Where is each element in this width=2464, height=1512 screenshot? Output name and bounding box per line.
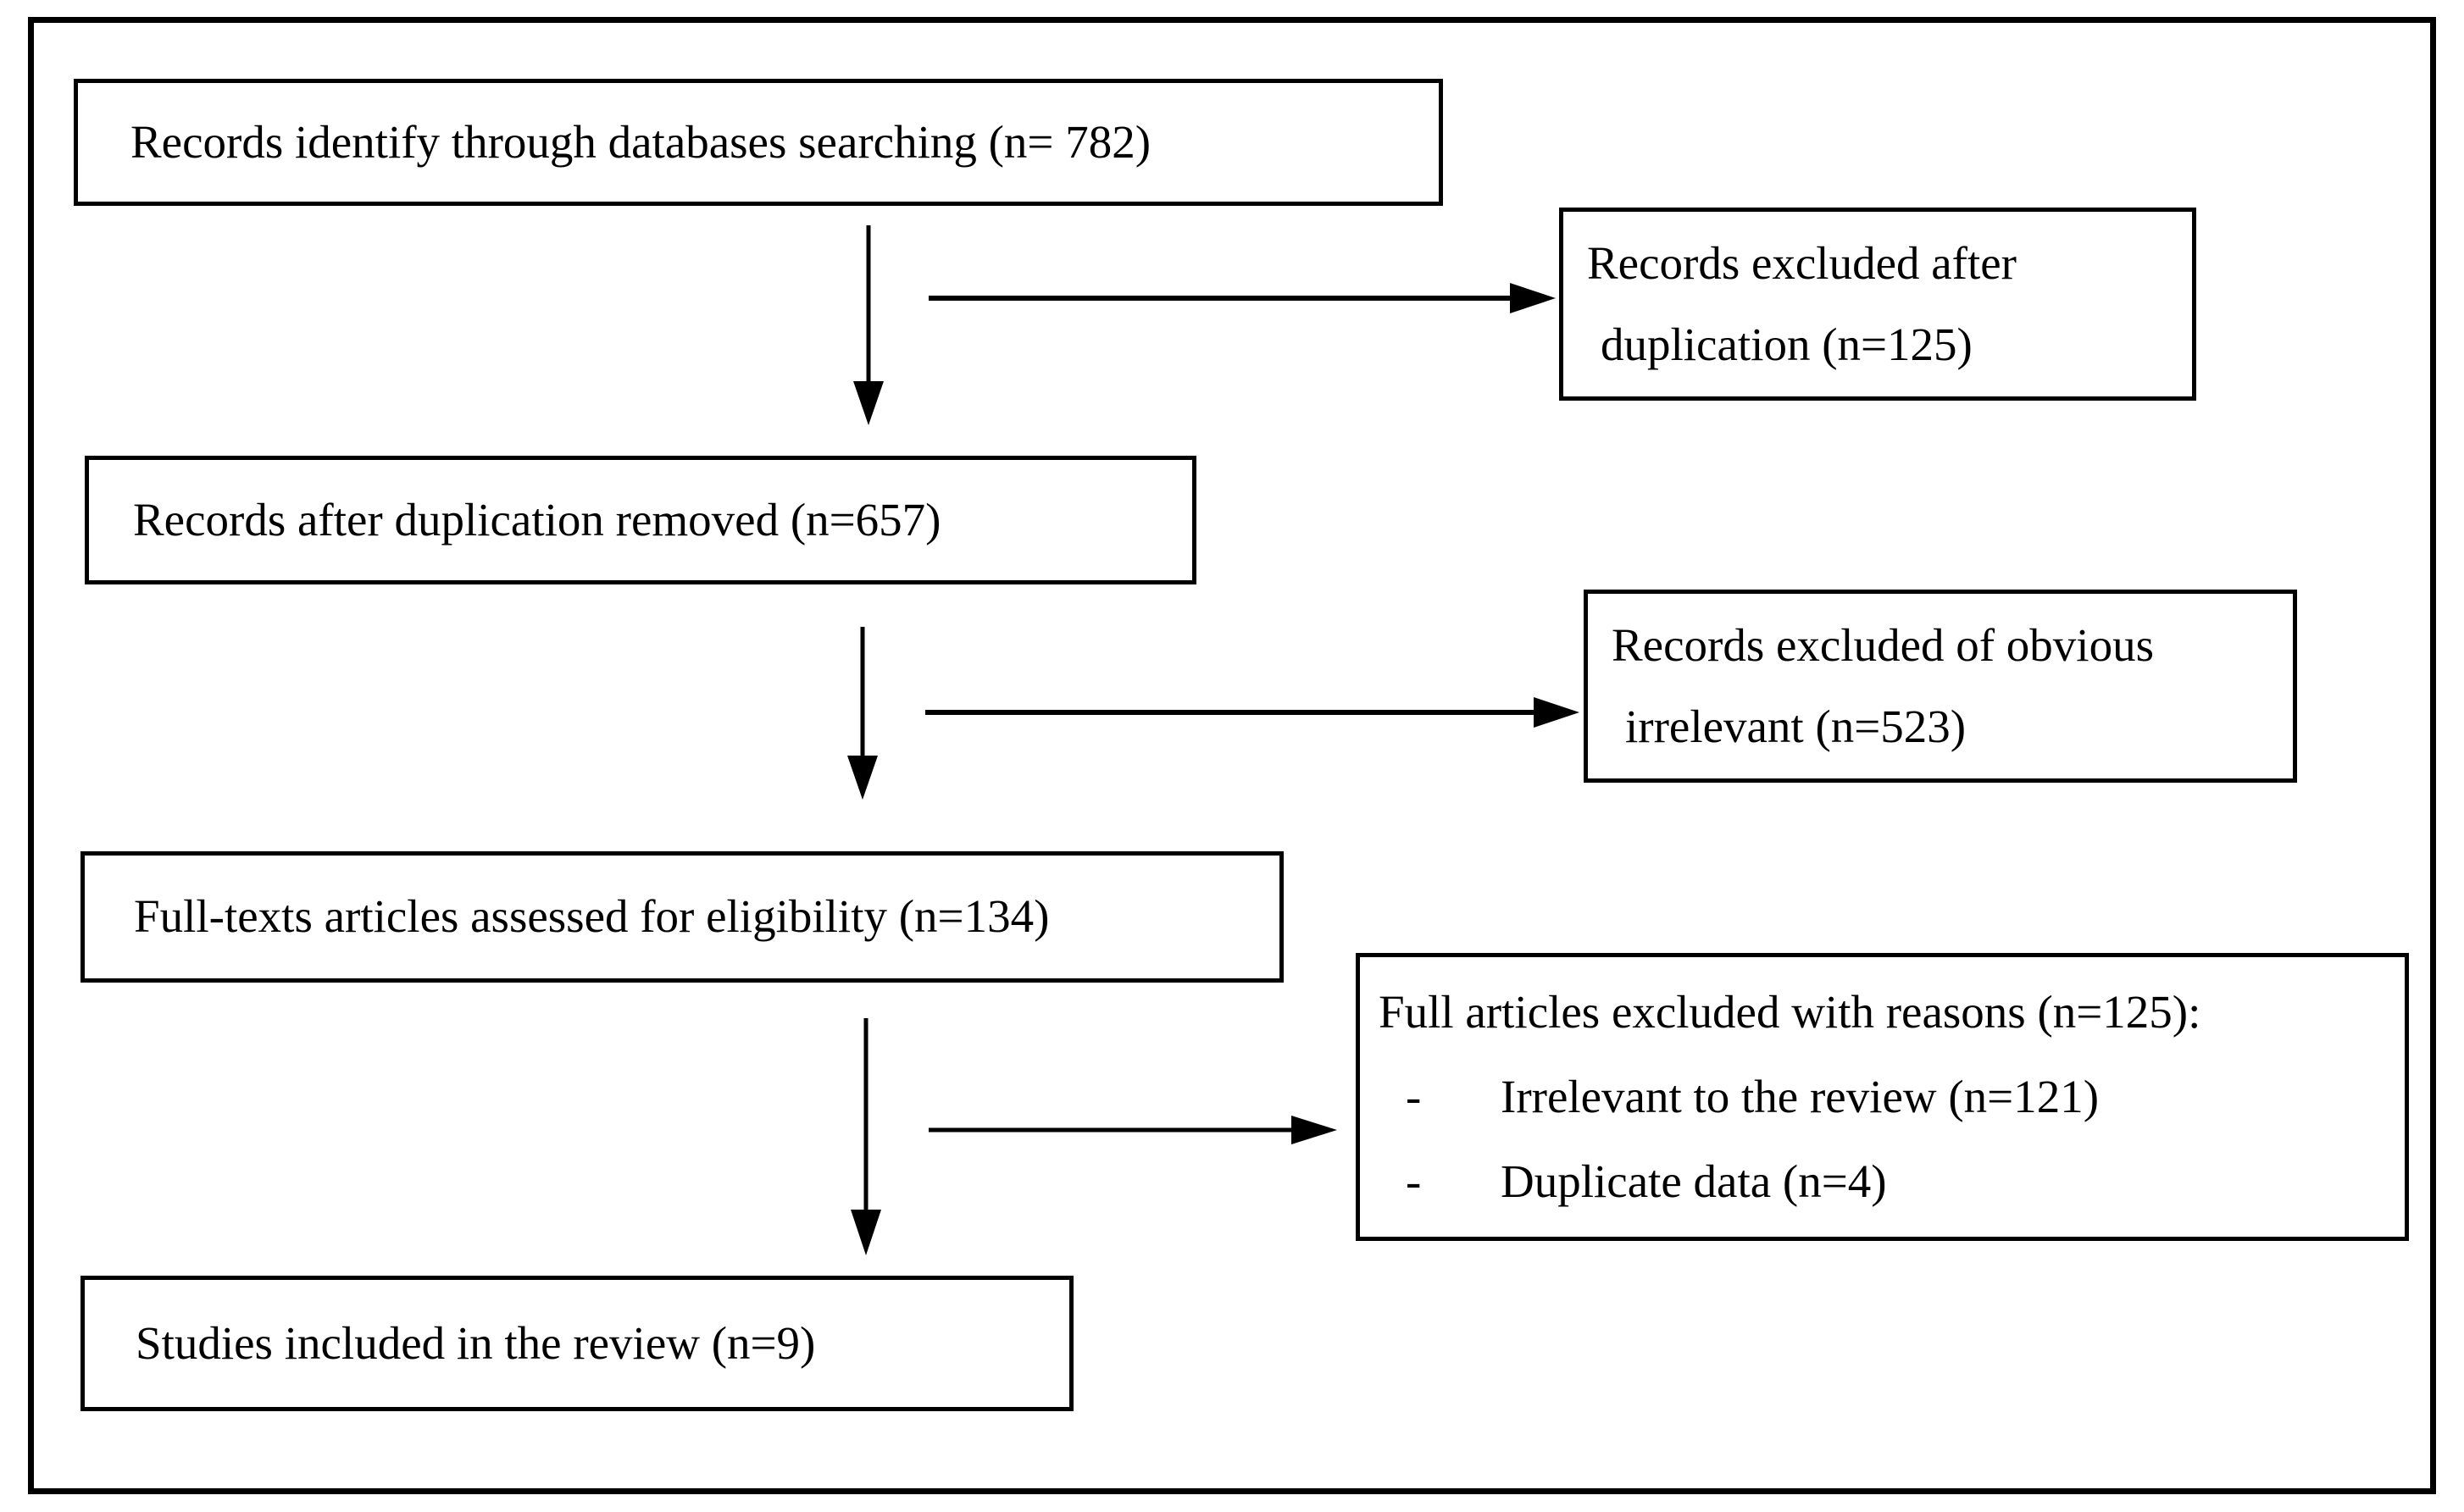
box-records-excluded-irrelevant: Records excluded of obvious irrelevant (… [1584, 590, 2297, 783]
box-fulltext-assessed: Full-texts articles assessed for eligibi… [80, 851, 1284, 983]
bullet-dash: - [1406, 1155, 1422, 1207]
box-studies-included-label: Studies included in the review (n=9) [136, 1316, 816, 1369]
box-records-excluded-irrelevant-line2: irrelevant (n=523) [1625, 701, 1967, 752]
excluded-reason-duplicate: Duplicate data (n=4) [1501, 1155, 1887, 1207]
box-records-excluded-duplication-line1: Records excluded after [1587, 237, 2017, 289]
box-records-excluded-duplication: Records excluded after duplication (n=12… [1559, 208, 2196, 401]
box-records-excluded-irrelevant-line1: Records excluded of obvious [1612, 619, 2154, 671]
box-records-after-duplication: Records after duplication removed (n=657… [85, 456, 1196, 584]
excluded-reason-item: - Duplicate data (n=4) [1379, 1139, 2405, 1224]
box-records-excluded-duplication-line2: duplication (n=125) [1601, 318, 1973, 370]
box-records-identified: Records identify through databases searc… [74, 79, 1443, 206]
excluded-reason-irrelevant: Irrelevant to the review (n=121) [1501, 1071, 2100, 1122]
box-studies-included: Studies included in the review (n=9) [80, 1276, 1074, 1411]
bullet-dash: - [1406, 1071, 1422, 1122]
box-fulltext-excluded-title: Full articles excluded with reasons (n=1… [1379, 986, 2201, 1038]
box-fulltext-excluded-reasons: Full articles excluded with reasons (n=1… [1356, 953, 2409, 1241]
box-records-after-duplication-label: Records after duplication removed (n=657… [133, 493, 941, 546]
box-fulltext-assessed-label: Full-texts articles assessed for eligibi… [134, 890, 1050, 943]
excluded-reason-item: - Irrelevant to the review (n=121) [1379, 1055, 2405, 1139]
box-records-identified-label: Records identify through databases searc… [130, 115, 1152, 168]
